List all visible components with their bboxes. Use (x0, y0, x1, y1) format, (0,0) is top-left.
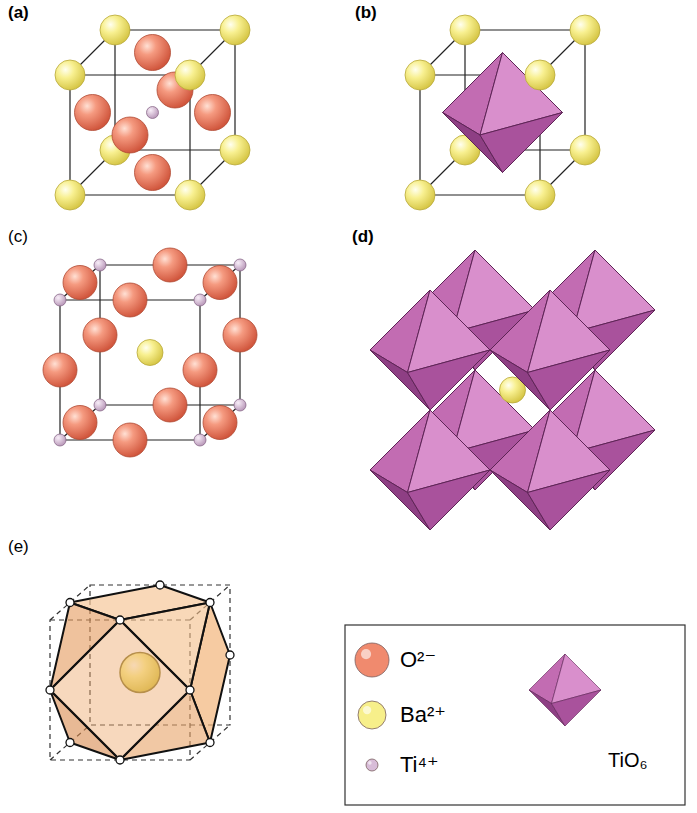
legend-label: O²⁻ (400, 648, 436, 672)
oxygen-ion (113, 423, 147, 457)
oxygen-site (156, 581, 164, 589)
barium-ion (175, 60, 205, 90)
legend-label: TiO₆ (608, 749, 648, 771)
oxygen-ion (195, 95, 231, 131)
cube-edges (60, 265, 240, 440)
tio6-octahedron (370, 410, 490, 530)
dashed-cube (50, 585, 230, 760)
panel-d (370, 250, 655, 530)
swatch-highlight (363, 706, 371, 714)
oxygen-ion (183, 353, 217, 387)
oxygen-ion (135, 35, 171, 71)
barium-ion (525, 60, 555, 90)
tio6-octahedron (490, 410, 610, 530)
oxygen-ion (75, 95, 111, 131)
panel-label: (a) (8, 4, 29, 23)
titanium-ion (234, 259, 246, 271)
barium-ion (220, 15, 250, 45)
panel-c (43, 248, 257, 457)
titanium-ion (234, 399, 246, 411)
legend-swatch (355, 643, 389, 677)
titanium-ion (94, 399, 106, 411)
swatch-highlight (361, 649, 371, 659)
panel-label: (c) (8, 228, 28, 247)
barium-ion (405, 180, 435, 210)
tio6-octahedron (370, 290, 490, 410)
cube-edges (420, 30, 585, 195)
legend-octahedron (529, 654, 601, 726)
oxygen-site (206, 739, 214, 747)
titanium-ion (194, 434, 206, 446)
barium-ion (405, 60, 435, 90)
barium-ion (570, 15, 600, 45)
barium-ion (55, 60, 85, 90)
barium-ion (450, 15, 480, 45)
legend-swatch (366, 759, 378, 771)
tio6-octahedron (443, 53, 563, 173)
tio6-octahedron (490, 290, 610, 410)
panel-e (46, 581, 234, 764)
barium-ion (570, 135, 600, 165)
oxygen-site (116, 616, 124, 624)
barium-ion (100, 15, 130, 45)
oxygen-site (116, 756, 124, 764)
titanium-ion (147, 107, 159, 119)
panel-b (405, 15, 600, 210)
barium-ion (137, 340, 163, 366)
cuboctahedron-face (50, 620, 190, 760)
oxygen-ion (203, 406, 237, 440)
panel-label: (e) (8, 538, 29, 557)
oxygen-site (46, 686, 54, 694)
oxygen-site (186, 686, 194, 694)
barium-ion (55, 180, 85, 210)
oxygen-ion (83, 318, 117, 352)
oxygen-ion (112, 117, 148, 153)
oxygen-ion (113, 283, 147, 317)
oxygen-site (66, 739, 74, 747)
oxygen-ion (153, 248, 187, 282)
titanium-ion (194, 294, 206, 306)
oxygen-ion (63, 266, 97, 300)
oxygen-site (206, 599, 214, 607)
oxygen-ion (153, 388, 187, 422)
oxygen-ion (43, 353, 77, 387)
oxygen-site (66, 599, 74, 607)
oxygen-ion (63, 406, 97, 440)
panel-a (55, 15, 250, 210)
panel-label: (d) (352, 228, 374, 247)
legend-label: Ba²⁺ (400, 703, 446, 727)
titanium-ion (94, 259, 106, 271)
oxygen-ion (135, 155, 171, 191)
titanium-ion (54, 294, 66, 306)
barium-ion (525, 180, 555, 210)
panel-label: (b) (355, 4, 377, 23)
barium-ion (175, 180, 205, 210)
oxygen-ion (223, 318, 257, 352)
swatch-highlight (368, 761, 372, 765)
titanium-ion (54, 434, 66, 446)
legend-frame (345, 625, 685, 805)
barium-ion (220, 135, 250, 165)
legend-label: Ti⁴⁺ (400, 753, 439, 777)
cube-edges (70, 30, 235, 195)
legend-swatch (358, 701, 386, 729)
oxygen-ion (203, 266, 237, 300)
oxygen-site (226, 651, 234, 659)
